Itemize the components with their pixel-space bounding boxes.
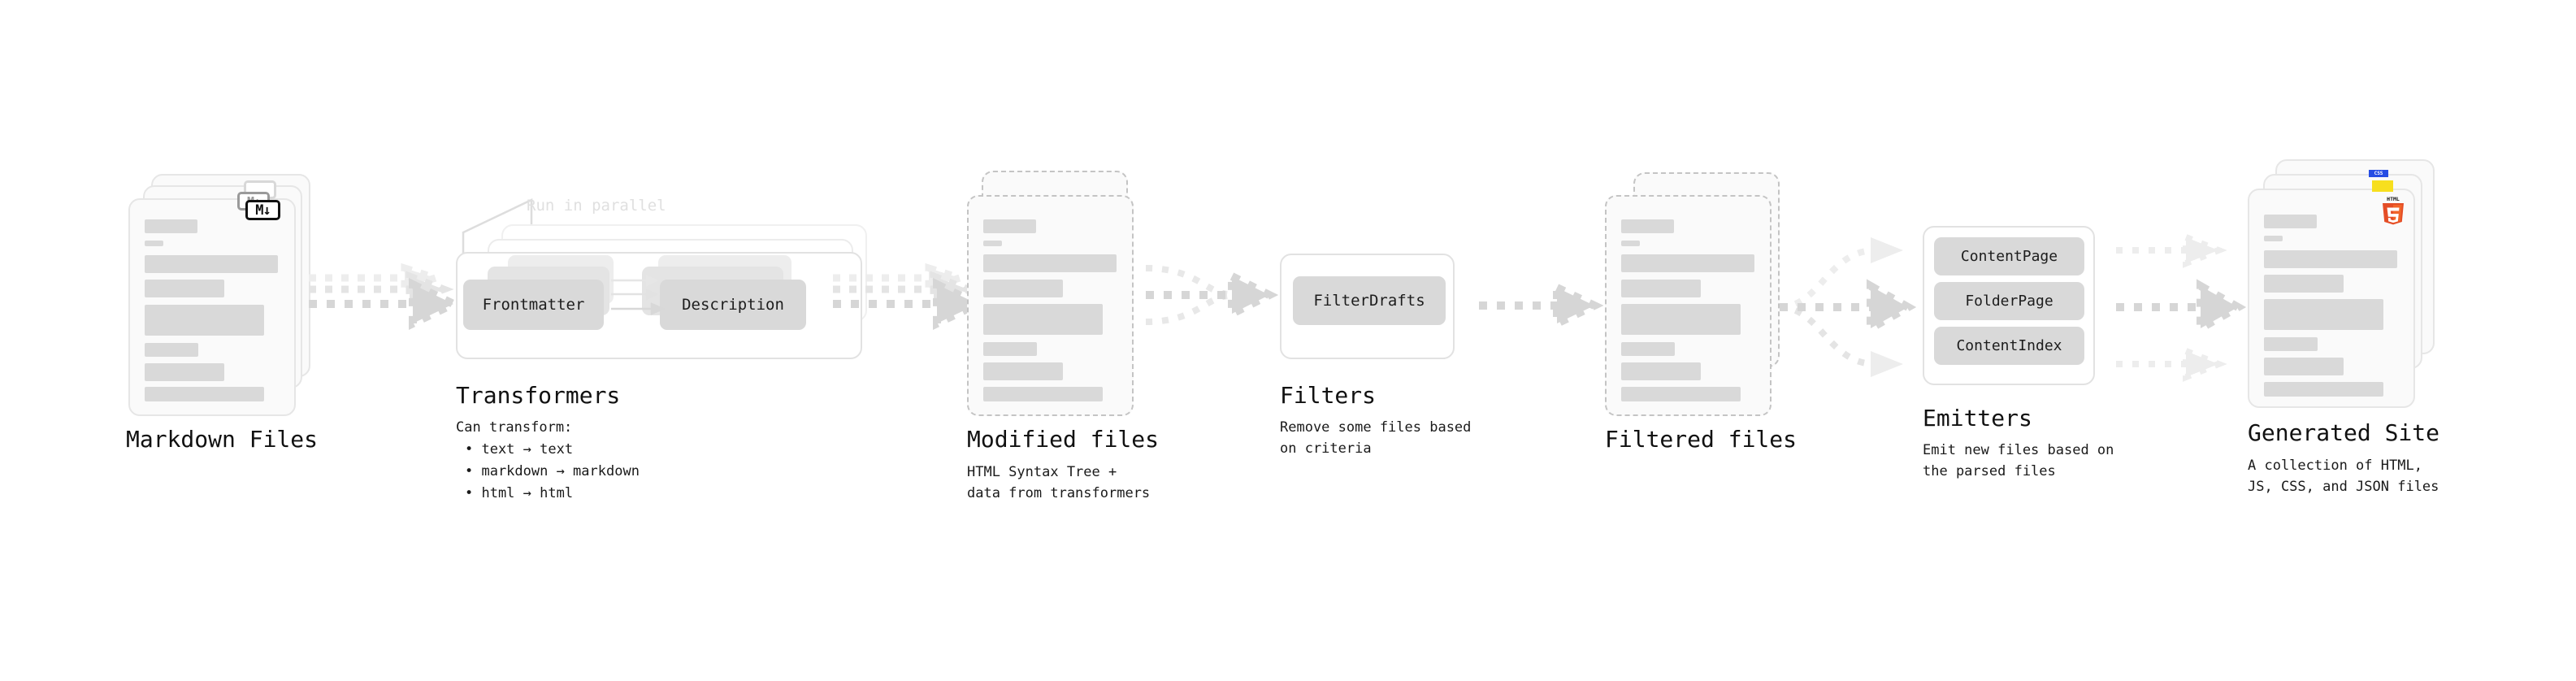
filterdrafts-chip[interactable]: FilterDrafts bbox=[1293, 276, 1446, 325]
skeleton-bar bbox=[2264, 299, 2383, 330]
skeleton-bar bbox=[2264, 250, 2397, 268]
description-chip[interactable]: Description bbox=[660, 280, 806, 330]
page-title-generated-site: Generated Site bbox=[2248, 419, 2440, 446]
skeleton-bar bbox=[1621, 362, 1701, 380]
skeleton-bar bbox=[145, 363, 224, 381]
frontmatter-chip[interactable]: Frontmatter bbox=[463, 280, 604, 330]
skeleton-bar bbox=[145, 305, 264, 336]
skeleton-bar bbox=[1621, 342, 1675, 356]
page-title-filters: Filters bbox=[1280, 382, 1377, 409]
page-title-modified-files: Modified files bbox=[967, 426, 1160, 453]
skeleton-bar bbox=[983, 254, 1117, 272]
folderpage-chip[interactable]: FolderPage bbox=[1934, 282, 2084, 320]
skeleton-bar bbox=[1621, 304, 1741, 335]
skeleton-bar bbox=[983, 280, 1063, 297]
skeleton-bar bbox=[2264, 337, 2318, 351]
javascript-badge-icon bbox=[2372, 180, 2393, 192]
connector-filters-to-filtered bbox=[1479, 281, 1604, 330]
transformers-bullet-1: • markdown → markdown bbox=[465, 463, 640, 479]
skeleton-bar bbox=[983, 342, 1037, 356]
skeleton-bar bbox=[1621, 219, 1674, 233]
skeleton-bar bbox=[1621, 387, 1741, 401]
page-title-transformers: Transformers bbox=[456, 382, 621, 409]
transformers-caption: Can transform: bbox=[456, 419, 573, 436]
skeleton-bar bbox=[983, 304, 1103, 335]
skeleton-bar bbox=[1621, 254, 1754, 272]
page-title-filtered-files: Filtered files bbox=[1605, 426, 1798, 453]
contentindex-chip[interactable]: ContentIndex bbox=[1934, 327, 2084, 365]
connector-transformers-to-modified bbox=[833, 262, 987, 330]
run-in-parallel-label: Run in parallel bbox=[527, 197, 666, 215]
emitters-caption: Emit new files based on the parsed files bbox=[1923, 442, 2114, 480]
skeleton-bar bbox=[983, 387, 1103, 401]
skeleton-bar bbox=[1621, 241, 1640, 246]
filters-caption: Remove some files based on criteria bbox=[1280, 419, 1472, 458]
skeleton-bar bbox=[983, 362, 1063, 380]
parallel-bracket bbox=[462, 198, 533, 255]
transformers-bullet-2: • html → html bbox=[465, 485, 574, 501]
modified-files-caption: HTML Syntax Tree + data from transformer… bbox=[967, 464, 1151, 502]
connector-emitters-to-site bbox=[2116, 232, 2247, 382]
skeleton-bar bbox=[2264, 215, 2317, 228]
skeleton-bar bbox=[145, 255, 278, 273]
skeleton-bar bbox=[1621, 280, 1701, 297]
page-title-markdown: Markdown Files bbox=[126, 426, 319, 453]
skeleton-bar bbox=[145, 219, 197, 233]
svg-text:HTML: HTML bbox=[2387, 196, 2400, 202]
css-badge-icon: CSS bbox=[2369, 170, 2388, 177]
skeleton-bar bbox=[983, 219, 1036, 233]
html5-badge-icon: HTML bbox=[2383, 196, 2404, 225]
skeleton-bar bbox=[2264, 275, 2344, 293]
skeleton-bar bbox=[2264, 382, 2383, 397]
skeleton-bar bbox=[145, 280, 224, 297]
skeleton-bar bbox=[145, 343, 198, 357]
generated-site-caption: A collection of HTML, JS, CSS, and JSON … bbox=[2248, 458, 2439, 496]
markdown-badge-icon: M↓ bbox=[245, 200, 280, 220]
transformers-inner-arrows bbox=[611, 275, 666, 315]
skeleton-bar bbox=[145, 241, 163, 246]
skeleton-bar bbox=[2264, 358, 2344, 375]
connector-md-to-transformers bbox=[309, 262, 463, 330]
connector-modified-to-filters bbox=[1145, 265, 1279, 325]
skeleton-bar bbox=[145, 387, 264, 401]
contentpage-chip[interactable]: ContentPage bbox=[1934, 237, 2084, 275]
transformers-bullet-0: • text → text bbox=[465, 441, 574, 458]
connector-filtered-to-emitters bbox=[1779, 237, 1917, 377]
skeleton-bar bbox=[983, 241, 1002, 246]
page-title-emitters: Emitters bbox=[1923, 405, 2032, 432]
skeleton-bar bbox=[2264, 236, 2283, 241]
